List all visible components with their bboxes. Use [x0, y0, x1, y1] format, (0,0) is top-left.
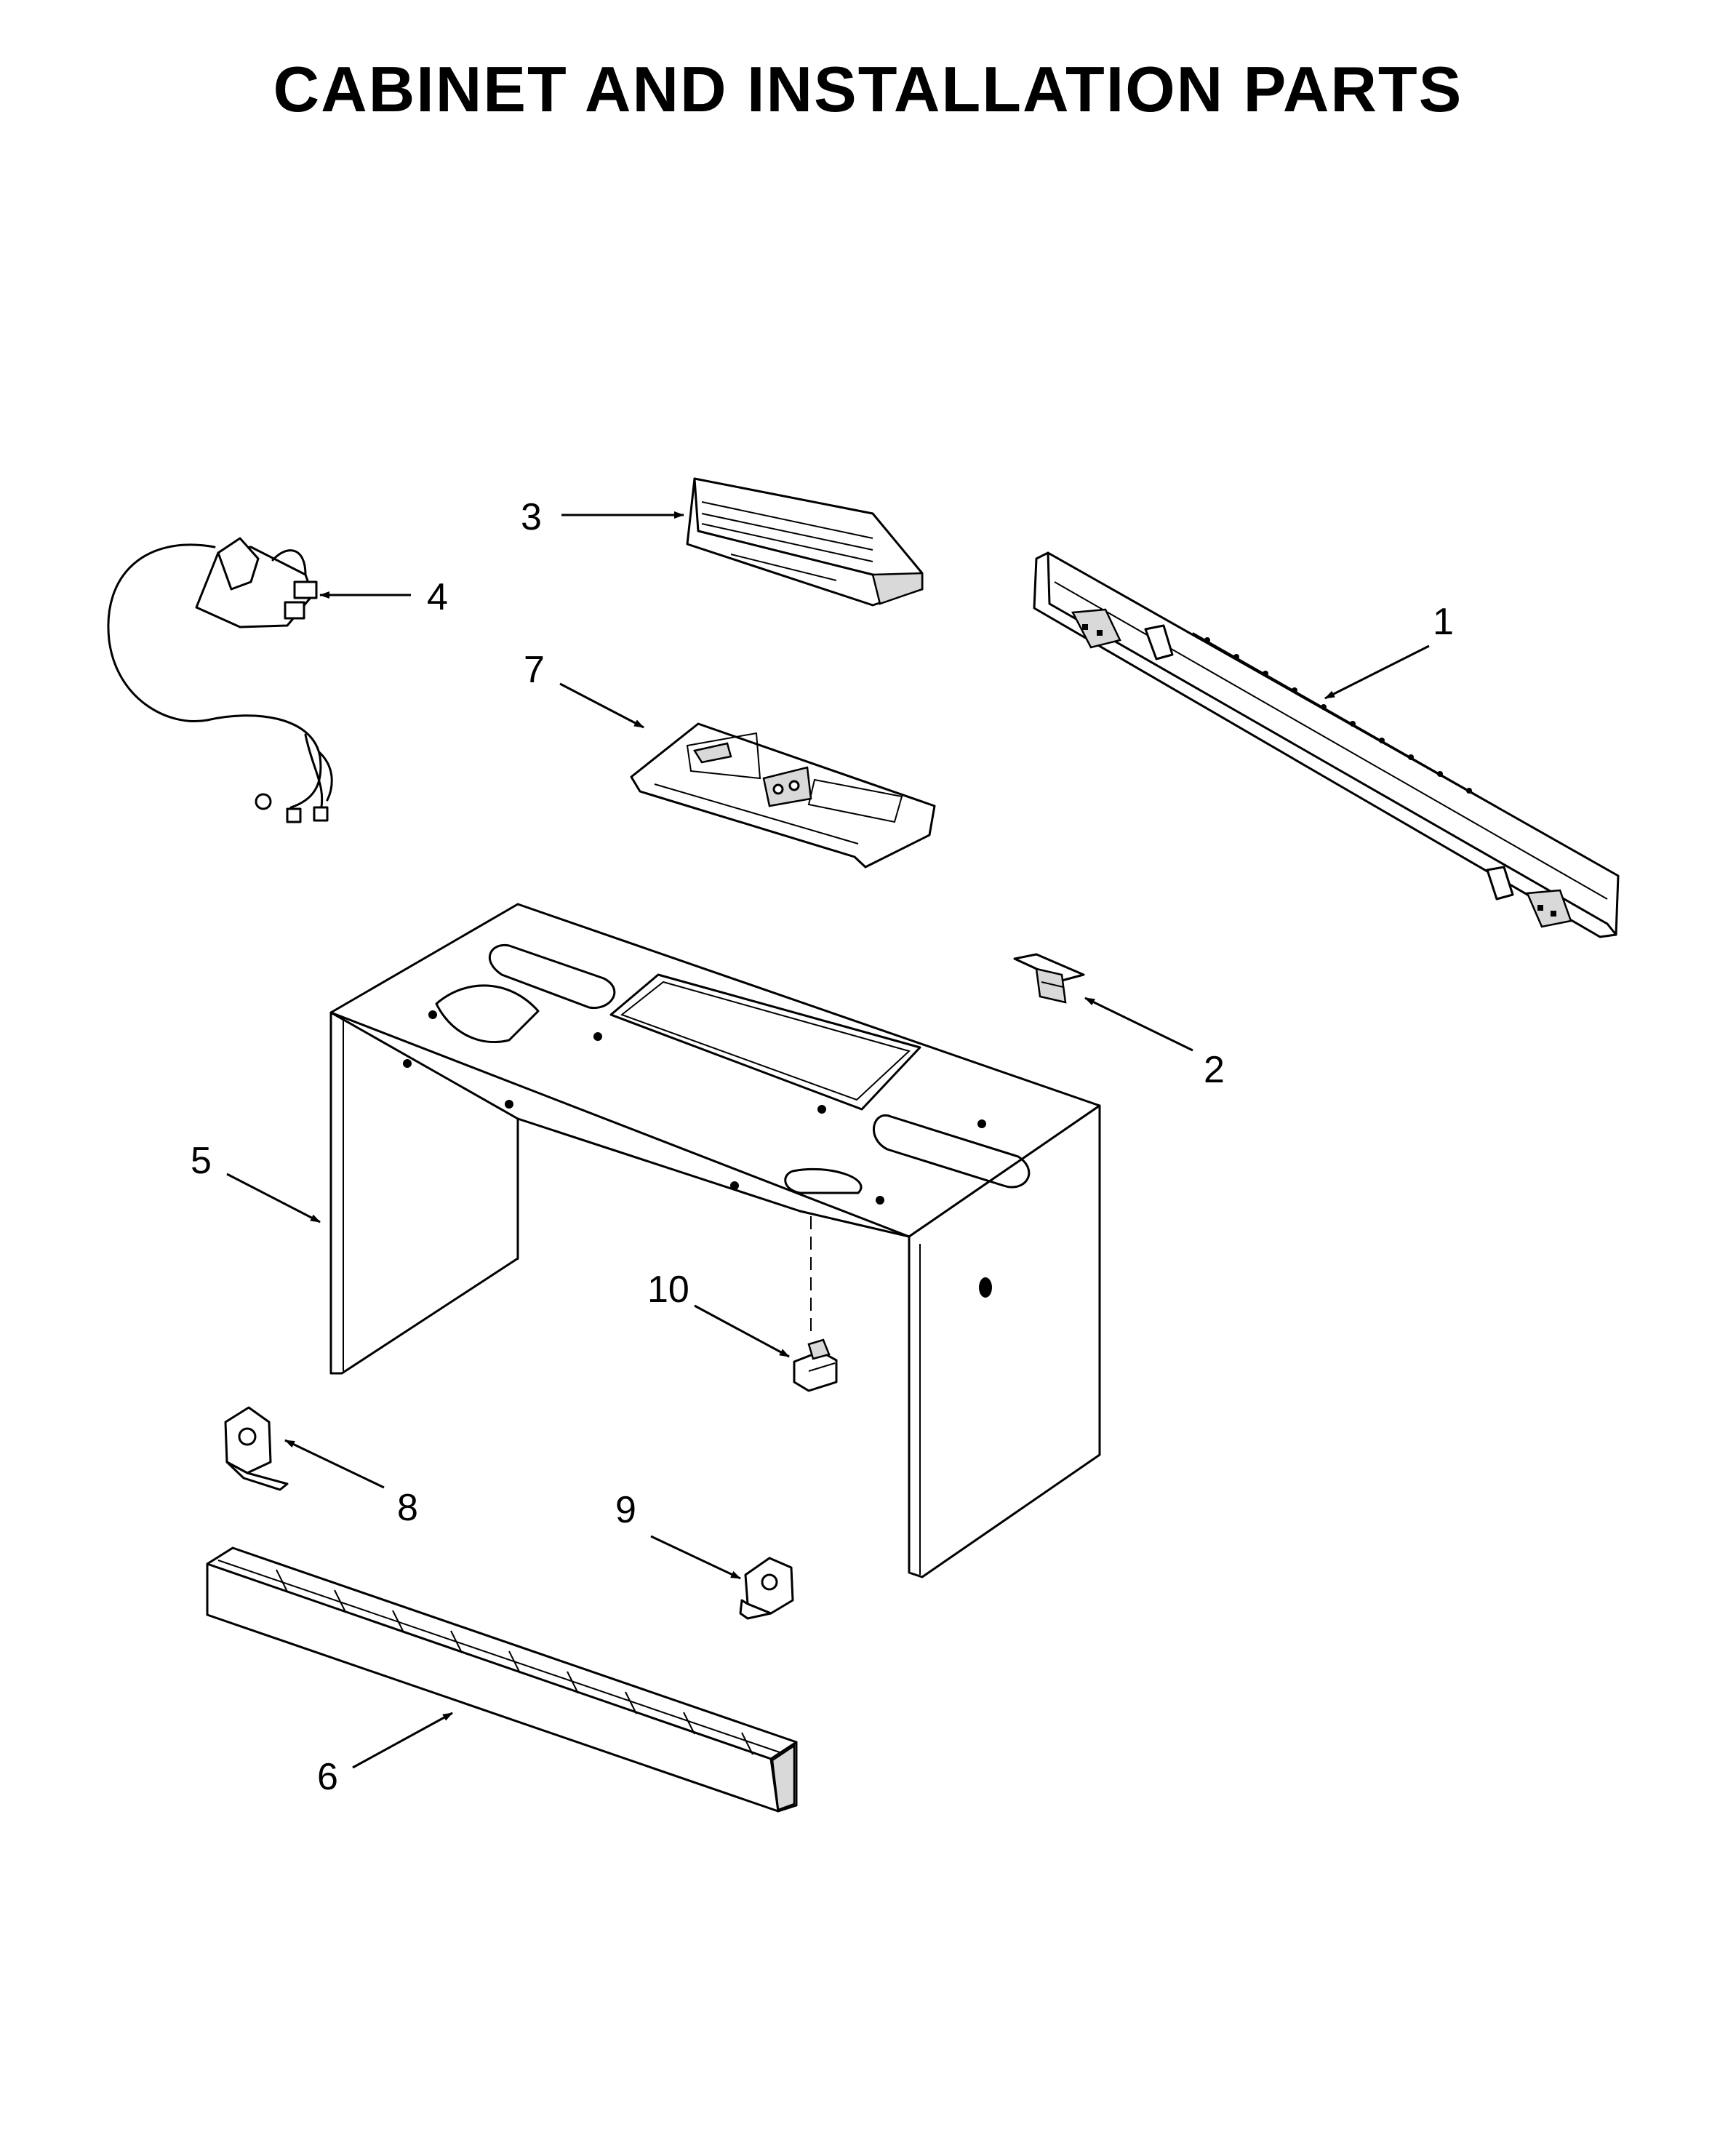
- callout-arrow-7: [559, 682, 644, 729]
- cabinet-top-cutouts: [435, 943, 1031, 1194]
- callout-label-1: 1: [1433, 601, 1454, 643]
- mounting-rail-part-1: [1033, 551, 1620, 938]
- foot-bracket-part-8: [224, 1406, 289, 1491]
- callout-arrow-1: [1324, 644, 1430, 700]
- callout-label-5: 5: [191, 1140, 212, 1182]
- cabinet-holes: [403, 1010, 992, 1298]
- callout-label-4: 4: [427, 576, 448, 618]
- callout-arrow-5: [226, 1173, 321, 1223]
- power-cord-part-4: [107, 537, 333, 823]
- foot-bracket-part-9: [739, 1557, 794, 1620]
- bottom-trim-part-6: [206, 1546, 798, 1813]
- callout-label-3: 3: [521, 496, 542, 538]
- callout-arrow-8: [284, 1439, 385, 1489]
- callout-label-10: 10: [647, 1269, 689, 1311]
- callout-arrow-6: [352, 1712, 453, 1769]
- callout-arrow-9: [650, 1535, 741, 1580]
- callout-label-2: 2: [1204, 1049, 1225, 1091]
- callout-label-8: 8: [397, 1487, 418, 1529]
- small-bracket-part-2: [1013, 953, 1085, 1004]
- rail-holes: [1204, 637, 1472, 794]
- callout-arrow-10: [694, 1304, 790, 1358]
- control-plate-part-7: [630, 722, 936, 869]
- clip-part-10: [793, 1338, 838, 1392]
- cabinet-wrapper-part-5: [329, 903, 1101, 1578]
- callout-arrow-2: [1084, 997, 1193, 1052]
- page-title: CABINET AND INSTALLATION PARTS: [273, 53, 1463, 125]
- callout-label-6: 6: [317, 1756, 338, 1798]
- rail-bracket-left: [1071, 608, 1174, 660]
- trim-ribs: [276, 1569, 753, 1755]
- callout-label-9: 9: [615, 1489, 636, 1531]
- callout-label-7: 7: [524, 649, 545, 691]
- rail-bracket-right: [1486, 866, 1572, 928]
- vent-grille-part-3: [686, 477, 924, 607]
